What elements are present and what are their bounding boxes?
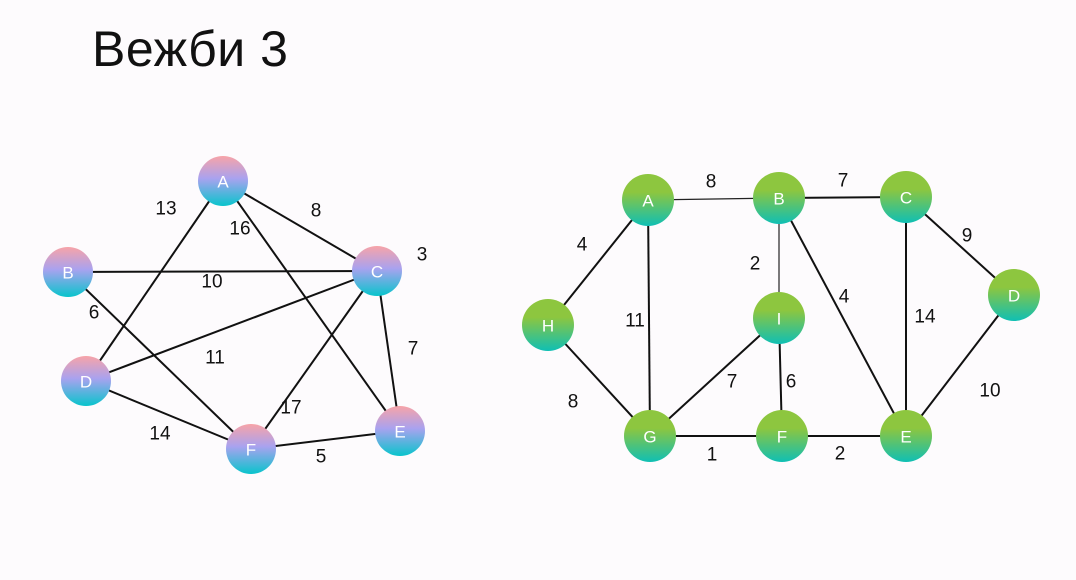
g2-node-d: D: [988, 269, 1040, 321]
g2-node-f-circle: [756, 410, 808, 462]
g2-node-f-label: F: [777, 428, 787, 447]
g2-weight-i-f: 6: [786, 372, 797, 393]
page-title: Вежби 3: [92, 21, 289, 77]
g1-edge-d-f: [85, 380, 252, 450]
g2-edge-d-e: [905, 294, 1015, 437]
g1-node-a-circle: [198, 156, 248, 206]
g1-node-d-label: D: [80, 373, 92, 392]
g1-node-f-circle: [226, 424, 276, 474]
g2-node-f: F: [756, 410, 808, 462]
g2-weight-a-b: 8: [706, 172, 717, 193]
g1-weight-d-f: 14: [149, 424, 171, 445]
g1-node-e: E: [375, 406, 425, 456]
g2-node-e-label: E: [900, 428, 911, 447]
g2-node-e: E: [880, 410, 932, 462]
g1-weight-b-c: 10: [201, 272, 222, 293]
g2-weight-c-d: 9: [962, 226, 973, 247]
g2-node-i-label: I: [777, 310, 782, 329]
g2-weight-i-g: 7: [727, 372, 738, 393]
g1-edge-b-c: [67, 270, 378, 273]
g2-node-a: A: [622, 174, 674, 226]
g1-edge-a-d: [85, 180, 224, 382]
g2-node-a-circle: [622, 174, 674, 226]
g1-node-a: A: [198, 156, 248, 206]
g2-weight-d-e: 10: [979, 381, 1000, 402]
g1-edge-a-e: [222, 180, 401, 432]
g1-weight-c-f: 17: [280, 398, 301, 419]
g1-weight-a-c: 8: [311, 201, 322, 222]
graph-2: 8 7 9 4 11 2 4 14 10 8 7 6 1 2 A B C D E F G H I: [522, 171, 1040, 466]
g1-weight-b-f: 6: [89, 303, 100, 324]
g2-edge-b-e: [778, 197, 907, 437]
g2-weight-f-e: 2: [835, 444, 846, 465]
g1-weight-a-d: 13: [155, 199, 176, 220]
g2-weight-h-g: 8: [568, 392, 579, 413]
g2-node-b-circle: [753, 172, 805, 224]
graph-1: 8 13 16 10 6 11 17 7 14 5 3 A B C D E F: [43, 156, 427, 474]
g1-node-d-circle: [61, 356, 111, 406]
g1-node-f-label: F: [246, 441, 256, 460]
g2-node-b-label: B: [773, 190, 784, 209]
g1-weight-c-e: 7: [408, 339, 419, 360]
g2-node-h-circle: [522, 299, 574, 351]
g2-edge-i-g: [649, 317, 780, 437]
g2-weight-b-e: 4: [839, 287, 850, 308]
g1-edge-a-c: [222, 180, 378, 272]
g2-node-h-label: H: [542, 317, 554, 336]
g2-weight-c-e: 14: [914, 307, 936, 328]
g2-node-d-circle: [988, 269, 1040, 321]
g1-edge-c-f: [250, 270, 378, 450]
g1-node-b: B: [43, 247, 93, 297]
g1-edge-f-e: [250, 430, 401, 450]
g1-node-b-label: B: [62, 264, 73, 283]
g2-edge-a-h: [547, 199, 649, 326]
g2-node-b: B: [753, 172, 805, 224]
g2-node-e-circle: [880, 410, 932, 462]
g2-weight-b-c: 7: [838, 171, 849, 192]
g2-node-g-circle: [624, 410, 676, 462]
g1-node-c-label: C: [371, 263, 383, 282]
g1-node-c: C: [352, 246, 402, 296]
g1-node-d: D: [61, 356, 111, 406]
g1-node-e-circle: [375, 406, 425, 456]
g1-weight-c-d: 11: [205, 348, 225, 369]
g2-node-h: H: [522, 299, 574, 351]
g2-node-c: C: [880, 171, 932, 223]
g1-edge-c-e: [376, 270, 401, 432]
g1-node-a-label: A: [217, 173, 229, 192]
g1-node-e-label: E: [394, 423, 405, 442]
g2-edge-a-g: [647, 199, 651, 437]
g2-weight-a-h: 4: [577, 235, 588, 256]
g2-node-c-circle: [880, 171, 932, 223]
g2-node-i: I: [753, 292, 805, 344]
g2-node-g-label: G: [643, 428, 656, 447]
g2-node-i-circle: [753, 292, 805, 344]
g1-edge-b-f: [67, 271, 252, 450]
g1-node-c-circle: [352, 246, 402, 296]
g2-node-c-label: C: [900, 189, 912, 208]
g1-edge-c-d: [85, 270, 378, 382]
g1-node-b-circle: [43, 247, 93, 297]
g2-weight-b-i: 2: [750, 254, 761, 275]
g2-node-d-label: D: [1008, 287, 1020, 306]
g2-node-a-label: A: [642, 192, 654, 211]
g1-node-f: F: [226, 424, 276, 474]
g1-extra-label: 3: [417, 245, 428, 266]
g2-weight-g-f: 1: [707, 445, 718, 466]
g2-weight-a-g: 11: [625, 311, 645, 332]
g1-weight-f-e: 5: [316, 447, 327, 468]
g1-weight-a-e: 16: [229, 219, 250, 240]
g2-node-g: G: [624, 410, 676, 462]
